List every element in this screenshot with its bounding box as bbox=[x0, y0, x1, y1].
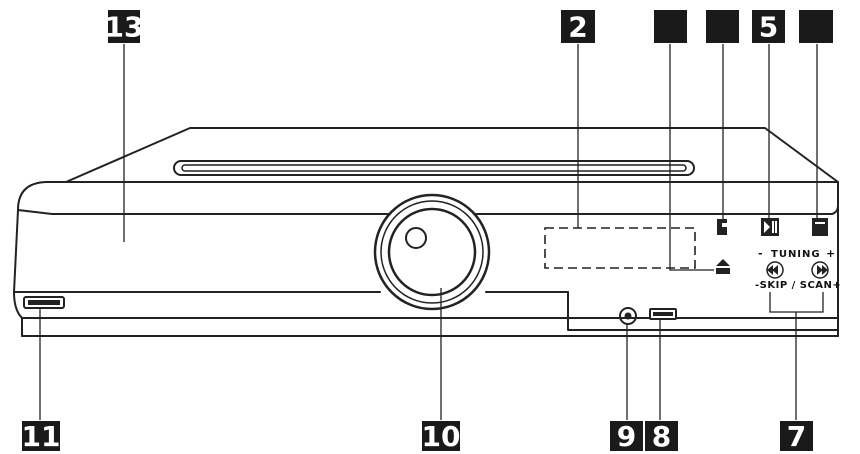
callout-box-9 bbox=[610, 421, 643, 451]
callout-5: 5 bbox=[752, 10, 785, 44]
usb-port-front-inner bbox=[653, 312, 673, 316]
headphone-jack-icon[interactable] bbox=[619, 307, 637, 325]
leader-7 bbox=[769, 292, 824, 420]
callout-box-6 bbox=[799, 10, 833, 43]
callout-11: 11 bbox=[22, 420, 61, 453]
skip-forward-icon[interactable] bbox=[811, 261, 829, 279]
callout-4 bbox=[706, 10, 739, 43]
unit-top-lid bbox=[65, 127, 839, 183]
disc-tray-icon[interactable] bbox=[173, 160, 695, 176]
callout-8: 8 bbox=[645, 420, 678, 453]
callout-box-4 bbox=[706, 10, 739, 43]
tuning-minus: - bbox=[758, 247, 763, 260]
callout-text-13: 13 bbox=[105, 11, 144, 44]
callout-text-2: 2 bbox=[568, 11, 587, 44]
callout-box-10 bbox=[422, 421, 460, 451]
callout-box-13 bbox=[108, 10, 140, 43]
callout-box-11 bbox=[22, 421, 60, 451]
display-window bbox=[544, 227, 696, 269]
skip-back-icon[interactable] bbox=[766, 261, 784, 279]
callout-10: 10 bbox=[422, 420, 461, 453]
callout-box-5 bbox=[752, 10, 785, 43]
leader-3 bbox=[669, 44, 714, 271]
stop-icon-line bbox=[815, 222, 825, 224]
usb-port-inner bbox=[28, 300, 60, 305]
callout-text-10: 10 bbox=[422, 420, 461, 453]
skip-scan-label: -SKIP / SCAN+ bbox=[755, 280, 841, 291]
callout-9: 9 bbox=[610, 420, 643, 453]
eject-icon[interactable] bbox=[716, 259, 730, 274]
unit-front-face bbox=[13, 205, 839, 337]
tuning-label: TUNING bbox=[771, 249, 821, 260]
tuning-plus: + bbox=[826, 247, 835, 260]
callout-text-9: 9 bbox=[617, 420, 636, 453]
callout-3 bbox=[654, 10, 687, 43]
lower-right-panel bbox=[567, 291, 839, 331]
callout-2: 2 bbox=[561, 10, 595, 44]
function-icon-cut bbox=[722, 223, 727, 227]
callout-text-7: 7 bbox=[787, 420, 806, 453]
callout-box-8 bbox=[645, 421, 678, 451]
callout-13: 13 bbox=[105, 10, 144, 44]
callout-text-8: 8 bbox=[652, 420, 671, 453]
callout-box-3 bbox=[654, 10, 687, 43]
stop-icon[interactable] bbox=[812, 218, 828, 236]
callout-box-2 bbox=[561, 10, 595, 43]
callout-text-5: 5 bbox=[759, 11, 778, 44]
volume-knob-icon[interactable] bbox=[373, 193, 491, 311]
callout-7: 7 bbox=[780, 420, 813, 453]
callout-text-11: 11 bbox=[22, 420, 61, 453]
callout-6 bbox=[799, 10, 833, 43]
play-pause-icon[interactable] bbox=[761, 218, 779, 236]
callout-box-7 bbox=[780, 421, 813, 451]
